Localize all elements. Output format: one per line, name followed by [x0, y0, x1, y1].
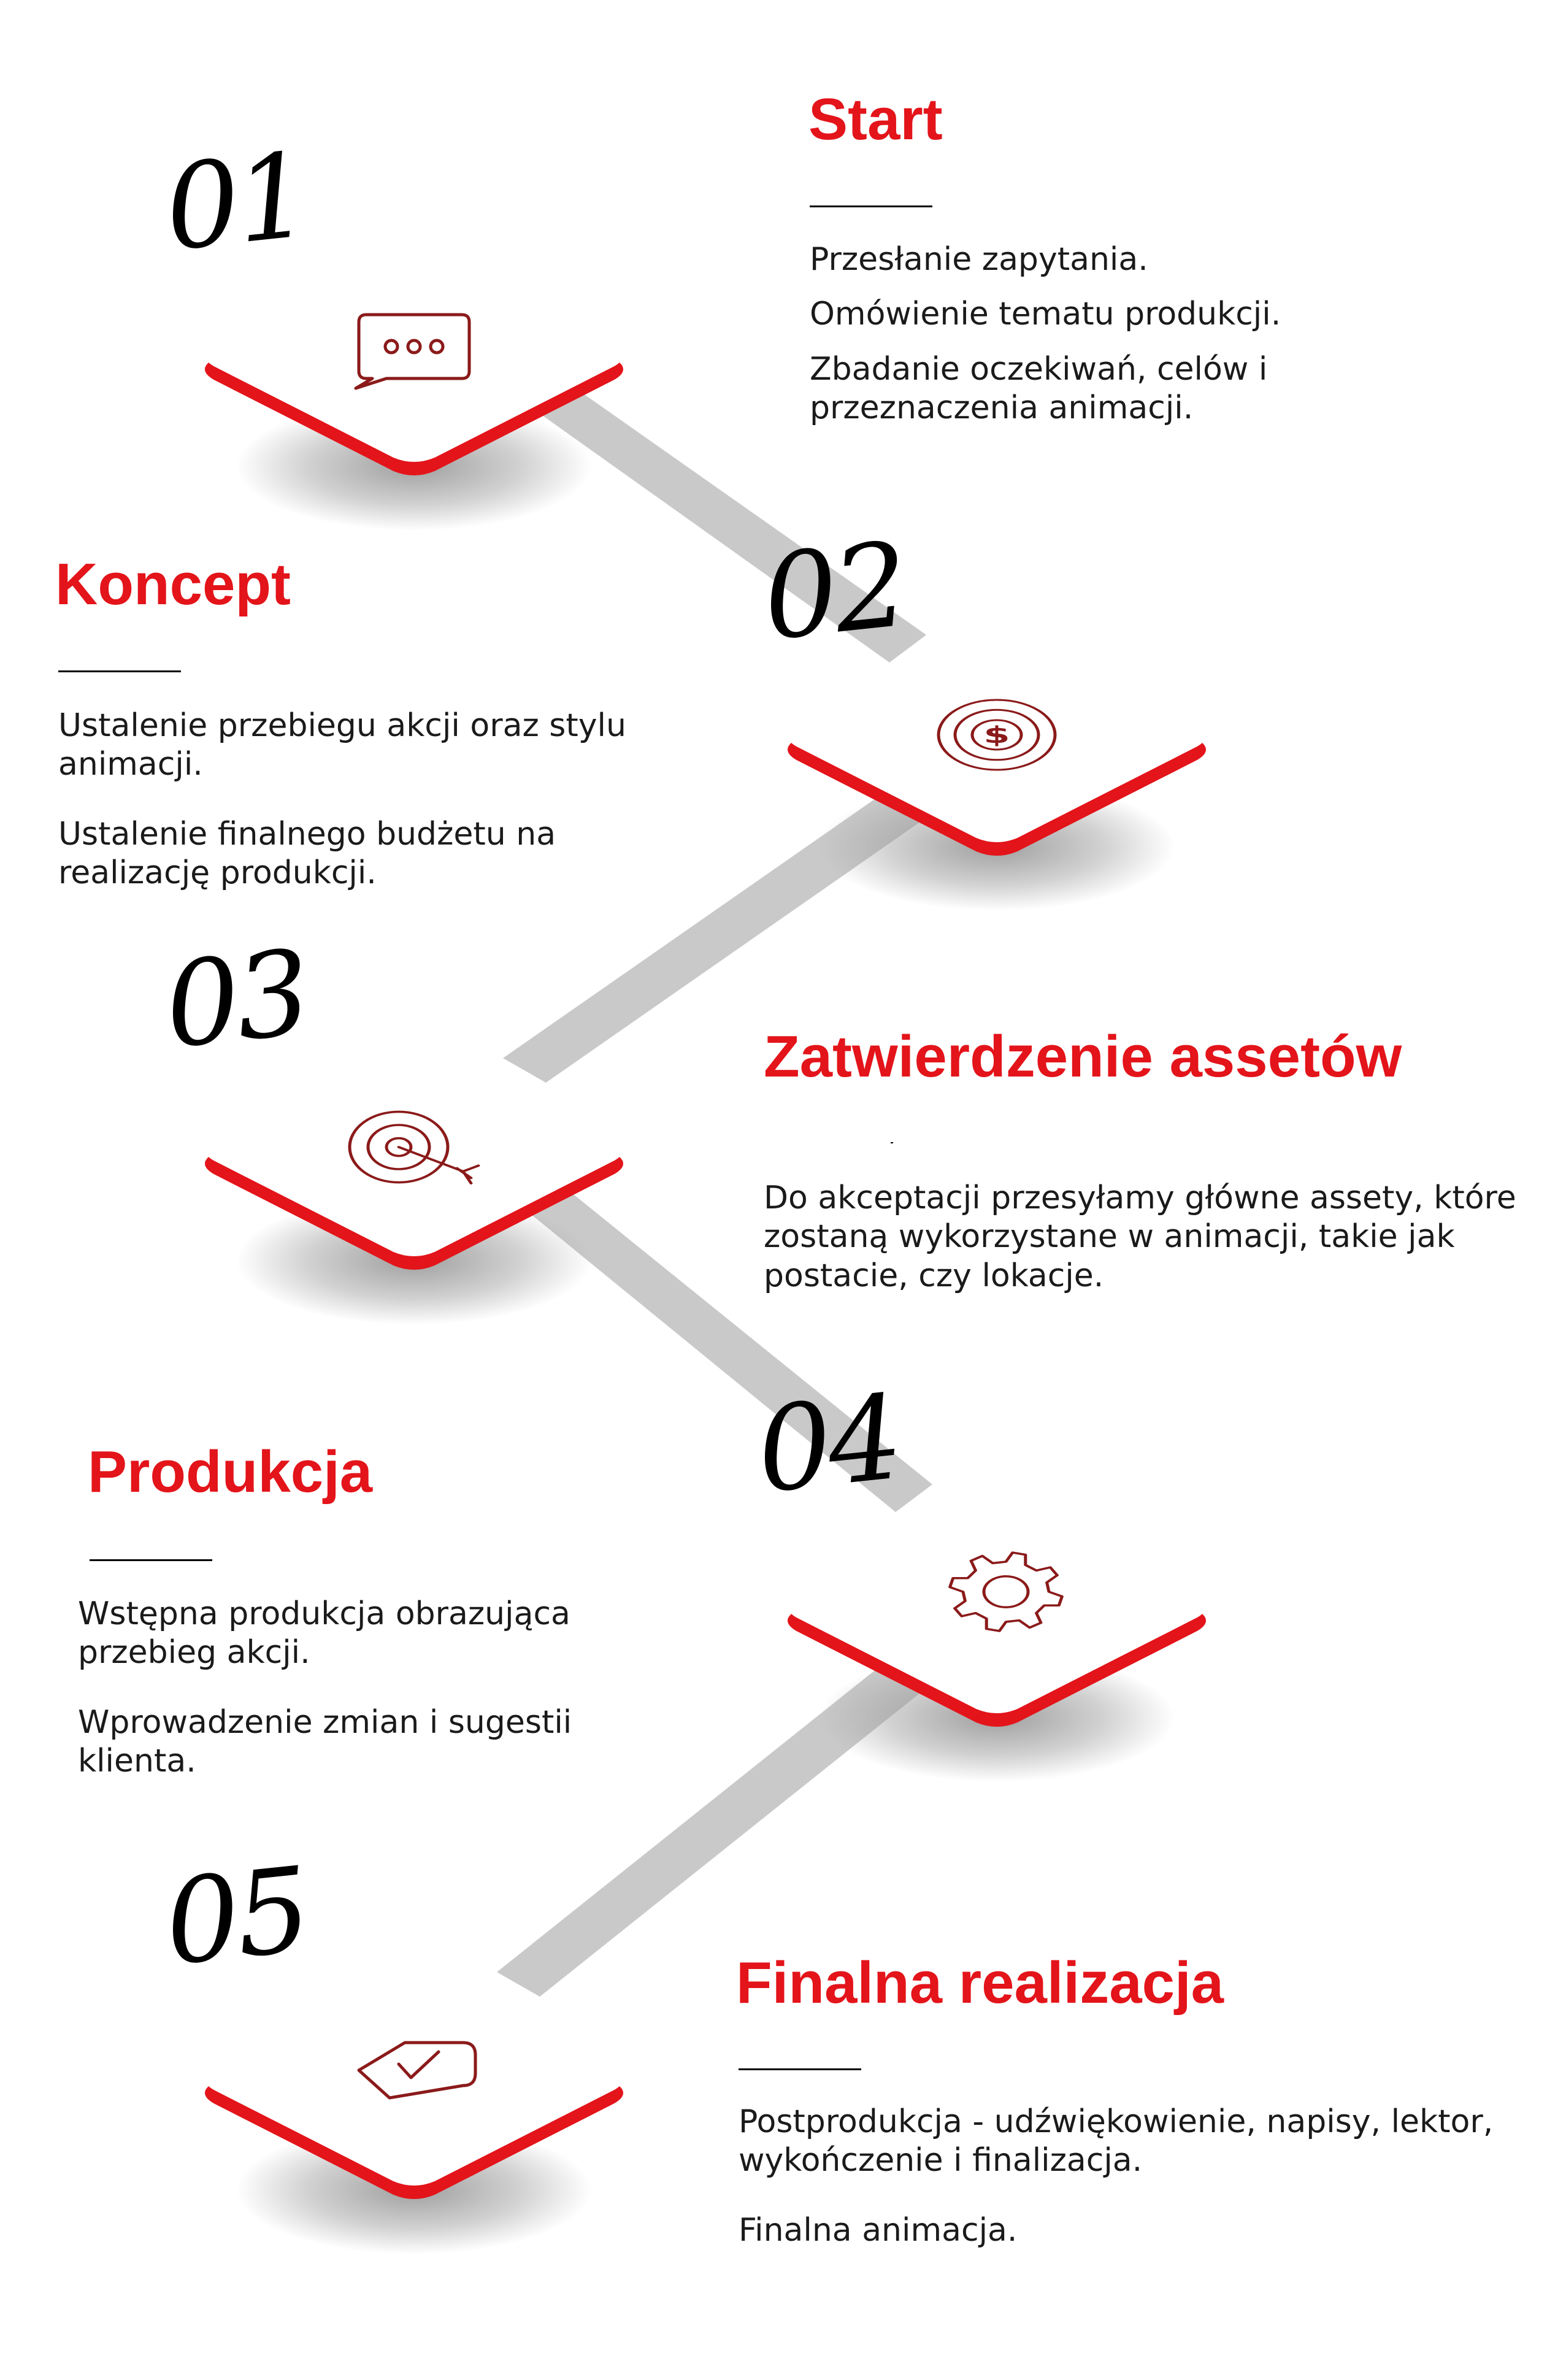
step-description: Postprodukcja - udźwiękowienie, napisy, … [739, 2103, 1505, 2250]
svg-text:$: $ [983, 723, 1010, 749]
tile-shape [788, 644, 1206, 911]
connector-4-5 [497, 1668, 920, 1997]
title-underline [90, 1559, 212, 1561]
tile-shape [205, 264, 623, 531]
step-tile [205, 264, 623, 531]
description-line: Do akceptacji przesyłamy główne assety, … [764, 1180, 1516, 1294]
step-description: Ustalenie przebiegu akcji oraz stylu ani… [58, 707, 659, 893]
step-tile [205, 1058, 623, 1325]
step-tile [788, 1515, 1206, 1782]
step-title: Zatwierdzenie assetów [764, 1024, 1402, 1089]
target-arrow-icon [348, 1110, 480, 1184]
description-line: Ustalenie przebiegu akcji oraz stylu ani… [58, 707, 626, 783]
dollar-coin-icon: $ [937, 699, 1057, 771]
step-number: 01 [159, 127, 313, 277]
step-title: Koncept [55, 551, 291, 617]
title-underline [739, 2068, 861, 2070]
step-number: 04 [751, 1369, 905, 1519]
tile-top [205, 264, 623, 462]
description-line: Wstępna produkcja obrazująca przebieg ak… [78, 1595, 570, 1672]
step-title: Produkcja [88, 1439, 373, 1505]
tile-top [205, 1058, 623, 1256]
step-tile: $ [788, 644, 1206, 911]
step-tile [205, 1987, 623, 2254]
step-description: Do akceptacji przesyłamy główne assety, … [764, 1179, 1524, 1296]
description-line: Ustalenie finalnego budżetu na realizacj… [58, 815, 556, 892]
description-line: Zbadanie oczekiwań, celów i przeznaczeni… [810, 350, 1268, 427]
tile-shape [205, 1058, 623, 1325]
description-line: Finalna animacja. [739, 2211, 1018, 2249]
tile-top [788, 1515, 1206, 1713]
connector-2-3 [503, 797, 920, 1083]
step-description: Przesłanie zapytania. Omówienie tematu p… [810, 240, 1423, 428]
tile-top [205, 1987, 623, 2186]
step-description: Wstępna produkcja obrazująca przebieg ak… [78, 1595, 679, 1781]
title-underline [891, 1142, 893, 1143]
description-line: Przesłanie zapytania. [810, 241, 1148, 278]
tile-shape [788, 1515, 1206, 1782]
connector-3-4 [528, 1187, 932, 1512]
tile-shape [205, 1987, 623, 2254]
step-number: 02 [757, 516, 912, 667]
step-title: Finalna realizacja [736, 1950, 1224, 2016]
title-underline [810, 205, 932, 207]
title-underline [58, 670, 181, 672]
checkmark-icon [357, 2041, 477, 2100]
step-number: 05 [159, 1841, 313, 1992]
tile-top [788, 644, 1206, 842]
description-line: Omówienie tematu produkcji. [810, 296, 1281, 333]
connector-1-2 [528, 380, 926, 662]
step-title: Start [808, 86, 943, 152]
chat-bubble-icon [354, 313, 471, 390]
step-number: 03 [159, 924, 313, 1075]
gear-icon [948, 1551, 1064, 1632]
description-line: Postprodukcja - udźwiękowienie, napisy, … [739, 2103, 1494, 2179]
description-line: Wprowadzenie zmian i sugestii klienta. [78, 1703, 572, 1780]
